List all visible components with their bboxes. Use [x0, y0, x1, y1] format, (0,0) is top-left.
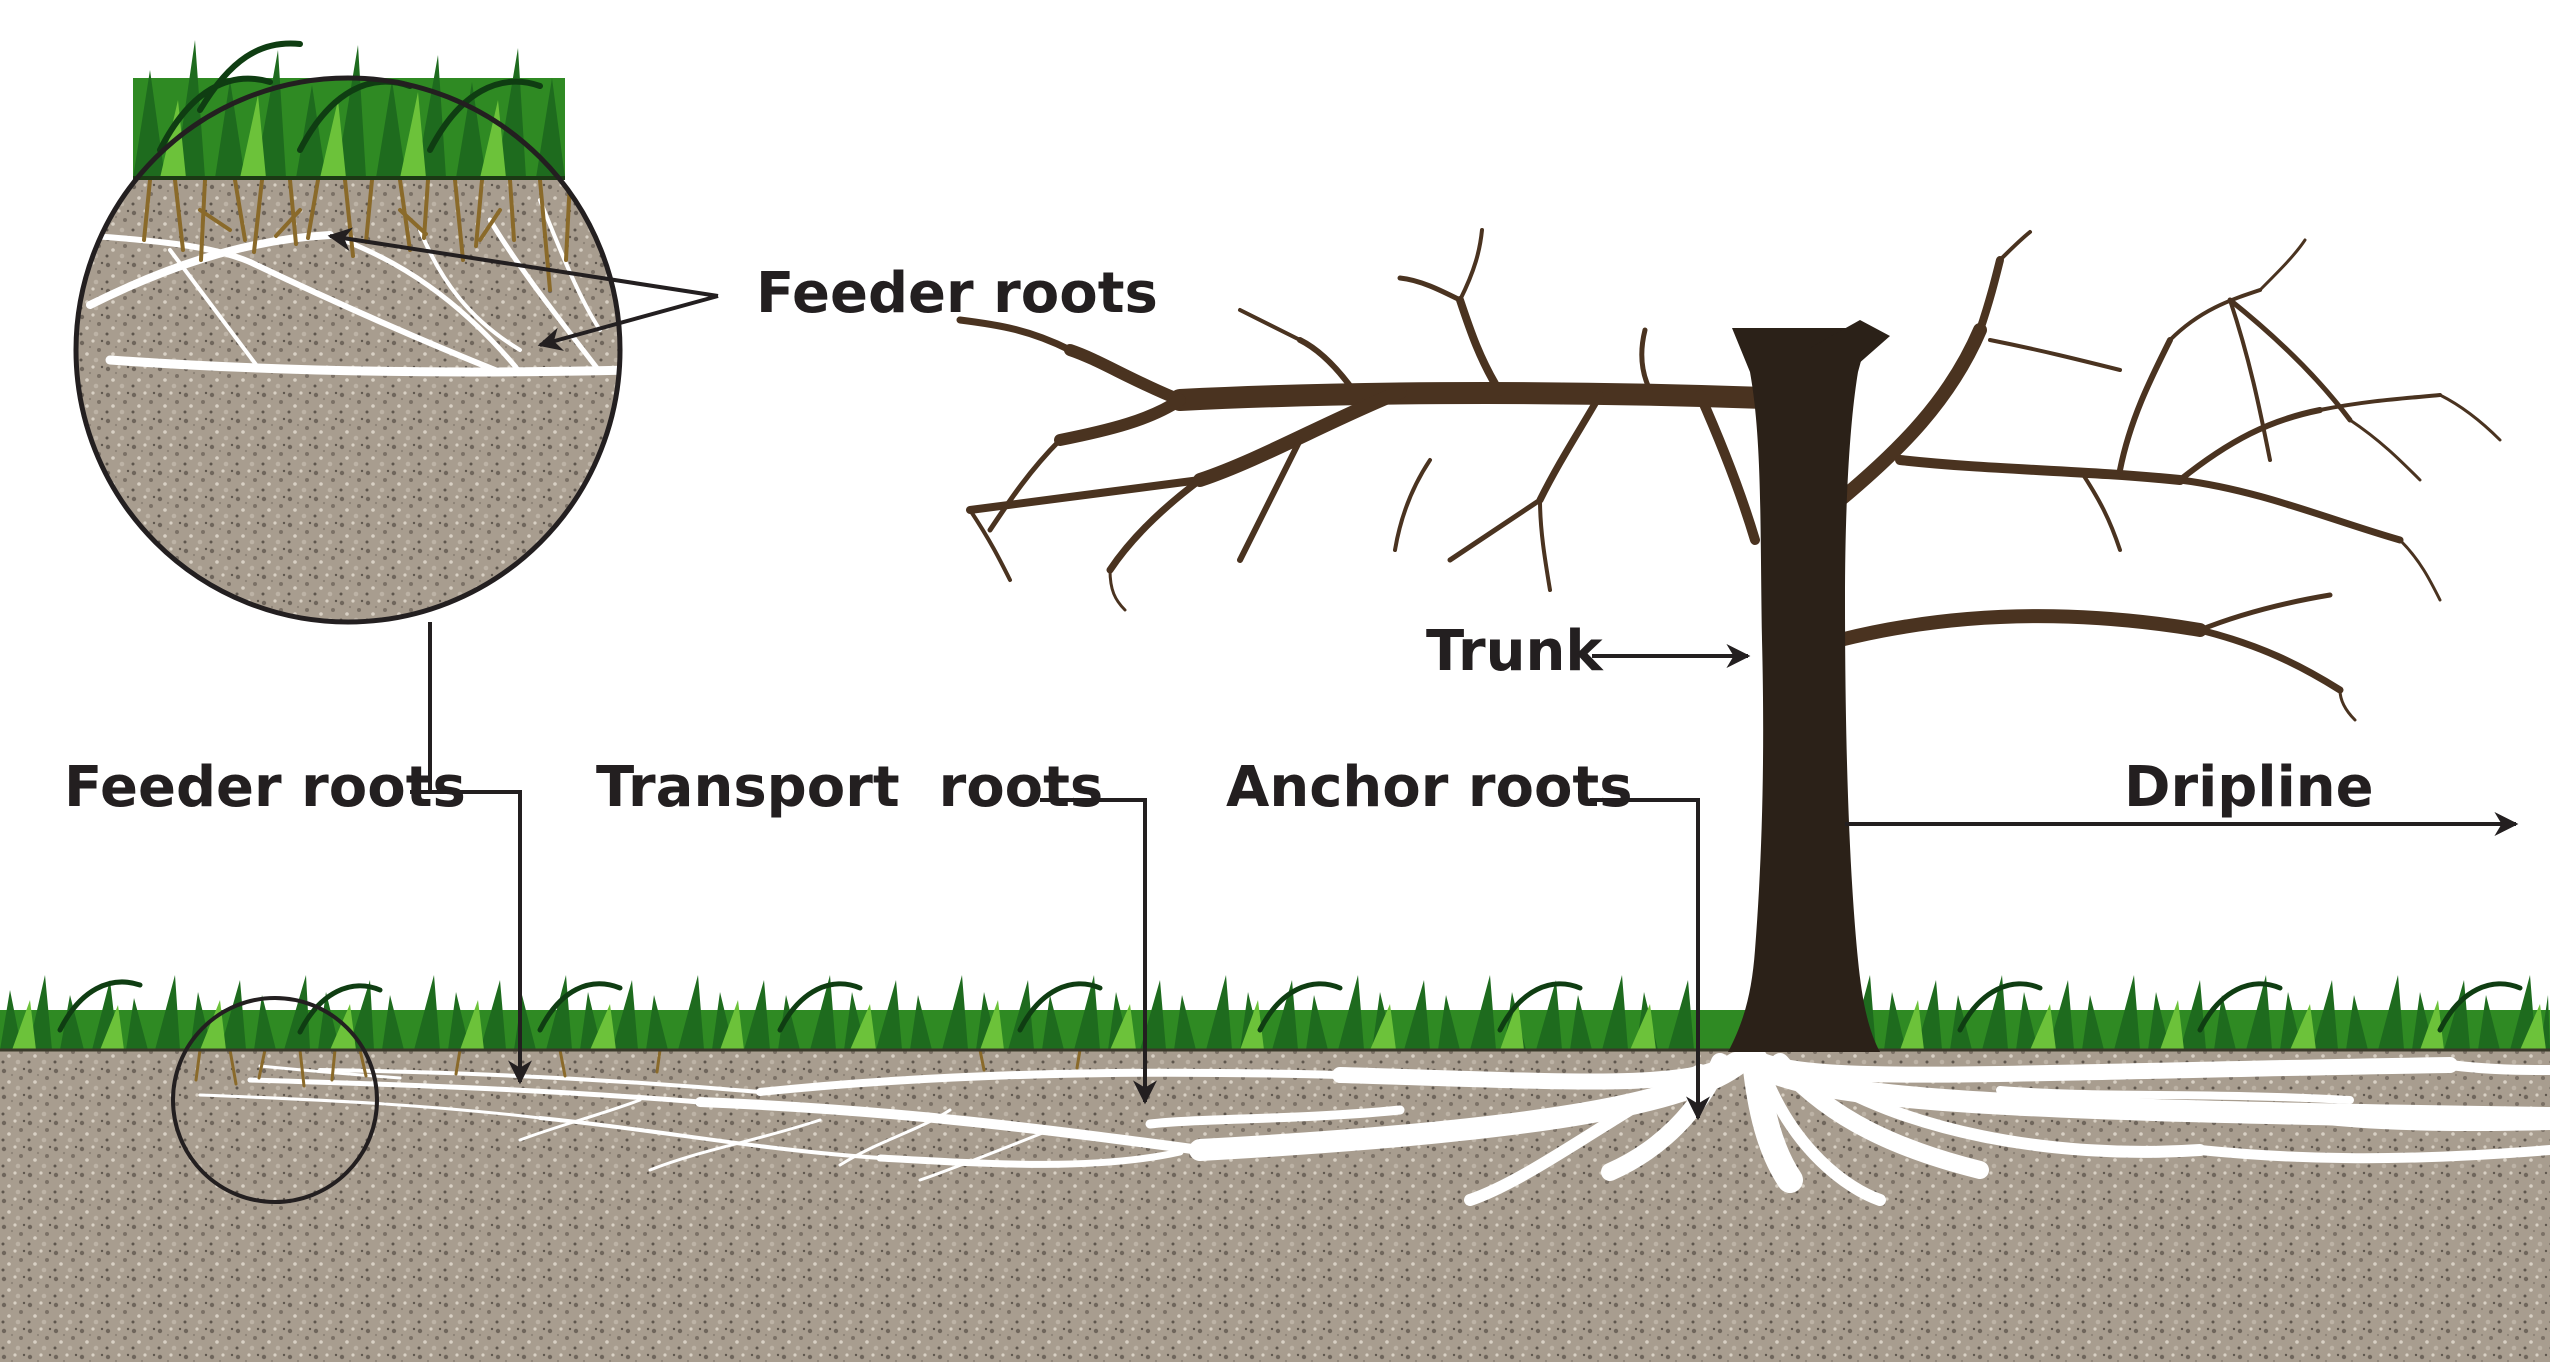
fine-rootlets	[194, 1048, 1082, 1088]
label-anchor-roots: Anchor roots	[1226, 755, 1633, 820]
label-feeder-roots-inset: Feeder roots	[756, 261, 1158, 326]
inset-feeder-arrow-lower	[537, 294, 719, 351]
label-trunk: Trunk	[1426, 619, 1603, 684]
tree-branches	[956, 228, 2502, 722]
label-transport-roots: Transport roots	[596, 755, 1104, 820]
feeder-leader-line	[428, 622, 532, 1085]
leader-lines	[327, 227, 2519, 1121]
anchor-leader-line	[1590, 798, 1710, 1121]
inset-magnified-view	[73, 40, 623, 625]
tree-trunk	[1728, 328, 1880, 1052]
inset-marker-circle	[171, 996, 379, 1204]
ground-grass	[0, 975, 2550, 1052]
inset-feeder-arrow-upper	[327, 227, 719, 298]
label-dripline: Dripline	[2124, 755, 2374, 820]
tree	[956, 228, 2502, 1052]
root-system	[198, 1047, 2550, 1206]
transport-leader-line	[1040, 798, 1157, 1105]
label-feeder-roots: Feeder roots	[64, 755, 466, 820]
